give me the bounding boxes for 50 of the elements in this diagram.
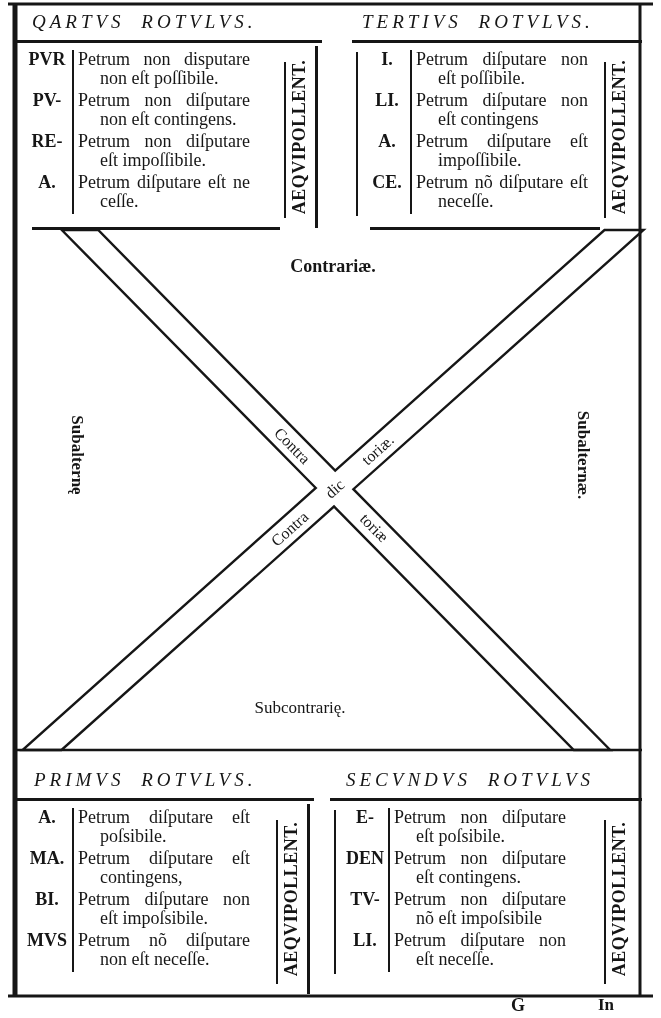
proposition-text: Petrum diſputare non eſt neceſſe. [394,931,566,969]
proposition-text: Petrum non diſputare eſt impoſſibile. [78,132,250,170]
signature-mark: G [511,996,525,1014]
mnemonic-syllable: PV- [32,91,62,110]
catchword: In [597,996,615,1014]
panel-heading: TERTIVS ROTVLVS. [362,10,594,34]
crossing-band [19,228,647,752]
proposition-text: Petrum nõ diſputare non eſt neceſſe. [78,931,250,969]
band-label: toriæ. [358,430,398,469]
relation-label: Contrariæ. [290,257,376,275]
mnemonic-syllable: MVS [27,931,67,950]
proposition-text: Petrum non diſputare eſt contingens. [394,849,566,887]
mnemonic-syllable: A. [38,173,56,192]
mnemonic-syllable: RE- [31,132,63,151]
mnemonic-syllable: TV- [350,890,380,909]
mnemonic-syllable: I. [381,50,393,69]
vertical-label: AEQVIPOLLENT. [608,821,630,977]
mnemonic-syllable: DEN [346,849,384,868]
relation-label: Subalternę [68,415,86,495]
relation-label: Subcontrarię. [254,699,346,717]
panel-heading: QARTVS ROTVLVS. [32,10,257,34]
proposition-text: Petrum nõ diſputare eſt neceſſe. [416,173,588,211]
proposition-text: Petrum diſputare eſt poſsibile. [78,808,250,846]
proposition-text: Petrum non disputare non eſt poſſibile. [78,50,250,88]
mnemonic-syllable: MA. [29,849,65,868]
mnemonic-syllable: A. [378,132,396,151]
proposition-text: Petrum diſputare eſt ne ceſſe. [78,173,250,211]
panel-heading: PRIMVS ROTVLVS. [34,768,257,792]
proposition-text: Petrum non diſputare nõ eſt impoſsibile [394,890,566,928]
panel-heading: SECVNDVS ROTVLVS [346,768,595,792]
band-label: toriæ [355,510,392,547]
mnemonic-syllable: BI. [35,890,59,909]
relation-label: Subalternæ. [574,410,592,500]
mnemonic-syllable: LI. [353,931,377,950]
mnemonic-syllable: PVR [28,50,66,69]
vertical-label: AEQVIPOLLENT. [280,821,302,977]
vertical-label: AEQVIPOLLENT. [608,59,630,215]
proposition-text: Petrum non diſputare non eſt contingens. [78,91,250,129]
proposition-text: Petrum diſputare eſt contingens, [78,849,250,887]
vertical-label: AEQVIPOLLENT. [288,59,310,215]
band-label: dic [321,475,348,502]
proposition-text: Petrum diſputare non eſt poſſibile. [416,50,588,88]
mnemonic-syllable: LI. [375,91,399,110]
proposition-text: Petrum diſputare non eſt contingens [416,91,588,129]
proposition-text: Petrum non diſputare eſt poſsibile. [394,808,566,846]
proposition-text: Petrum diſputare eſt impoſſibile. [416,132,588,170]
mnemonic-syllable: A. [38,808,56,827]
mnemonic-syllable: E- [356,808,374,827]
proposition-text: Petrum diſputare non eſt impoſsibile. [78,890,250,928]
mnemonic-syllable: CE. [372,173,402,192]
